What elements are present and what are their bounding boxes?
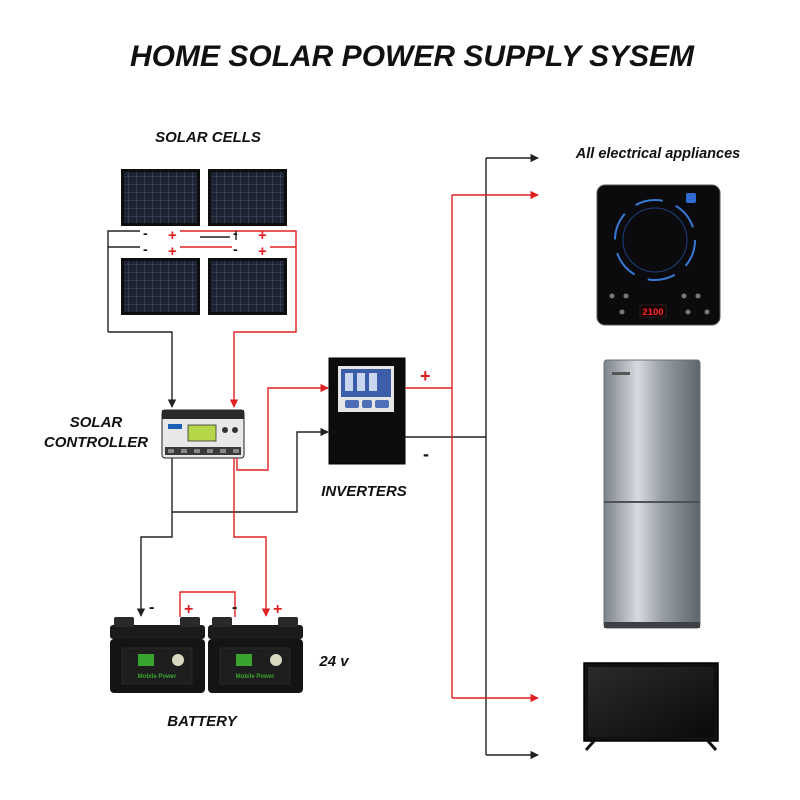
panel-minus-sign: - [233,225,238,241]
appliances-label: All electrical appliances [575,146,740,162]
television-image [583,662,719,751]
panel-plus-sign: + [258,227,267,244]
battery-brand-text: Mobile Power [236,674,275,680]
controller-to-inverter-negative [171,427,329,513]
controller-to-battery-negative [136,512,173,617]
panel-plus-sign: + [168,243,177,260]
solar-controller-device [161,409,245,459]
cooktop-display-readout: 2100 [642,307,663,318]
battery: Mobile Power [110,617,205,693]
battery-minus-sign: - [149,599,154,616]
inverter-plus-sign: + [420,366,431,386]
solar-panel-array [121,169,287,315]
solar-controller-label: CONTROLLER [44,434,148,451]
diagram-title: HOME SOLAR POWER SUPPLY SYSEM [130,40,695,73]
solar-panel [121,169,200,226]
induction-cooktop-image: 2100 [596,184,721,326]
solar-controller-label: SOLAR [70,414,123,431]
solar-cells-label: SOLAR CELLS [155,129,261,146]
panel-minus-sign: - [143,225,148,241]
controller-to-inverter-positive [236,383,329,471]
voltage-label: 24 v [318,653,350,670]
battery: Mobile Power [208,617,303,693]
panel-minus-sign: - [233,241,238,257]
battery-brand-text: Mobile Power [138,674,177,680]
battery-label: BATTERY [167,713,238,730]
battery-plus-sign: + [273,601,282,618]
solar-panel [121,258,200,315]
panel-negative-wire [108,331,177,408]
inverter-device [328,357,406,465]
panel-interconnect-wires [107,230,297,332]
refrigerator-image [603,359,701,629]
panel-plus-sign: + [258,243,267,260]
battery-series-link [179,591,236,617]
battery-minus-sign: - [232,599,237,616]
battery-plus-sign: + [184,601,193,618]
solar-panel [208,169,287,226]
panel-plus-sign: + [168,227,177,244]
inverters-label: INVERTERS [321,483,407,500]
inverter-minus-sign: - [423,444,429,464]
controller-to-battery-positive [233,458,271,617]
panel-minus-sign: - [143,241,148,257]
panel-positive-wire [229,247,297,408]
solar-panel [208,258,287,315]
